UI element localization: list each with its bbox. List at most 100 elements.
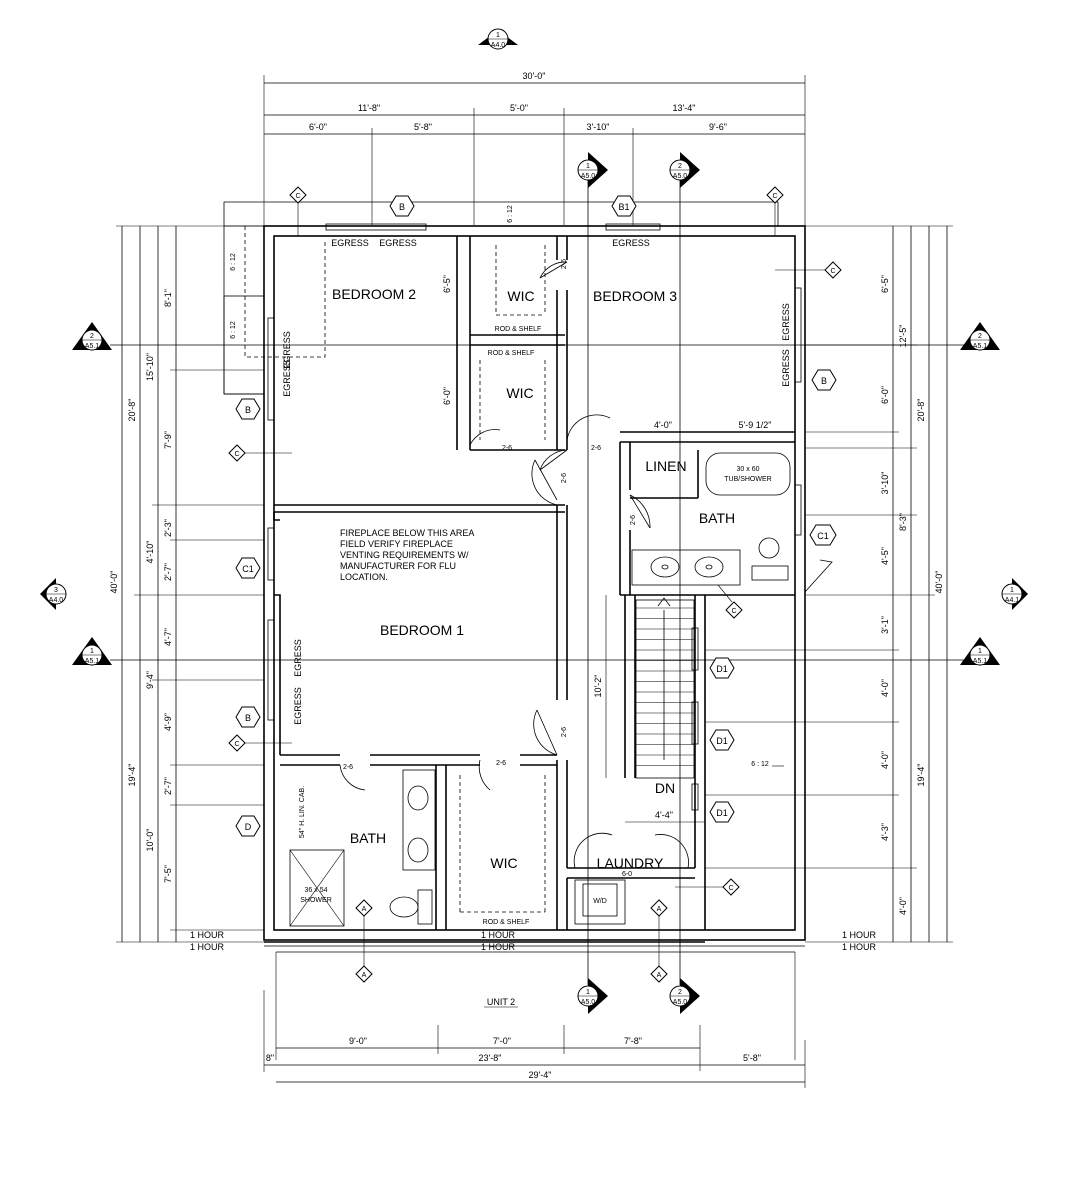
svg-text:29'-4": 29'-4" [529, 1070, 552, 1080]
svg-text:23'-8": 23'-8" [479, 1053, 502, 1063]
svg-text:2-6: 2-6 [561, 473, 568, 483]
svg-text:W/D: W/D [593, 898, 607, 905]
linen-label: LINEN [645, 458, 686, 474]
svg-text:8'-3": 8'-3" [898, 513, 908, 531]
svg-text:EGRESS: EGRESS [282, 359, 292, 397]
svg-text:2-6: 2-6 [561, 727, 568, 737]
svg-text:3: 3 [54, 587, 58, 594]
tag-d-left: D [235, 815, 261, 837]
svg-text:C: C [830, 268, 835, 275]
tags-diamond-c: C C C C C C C [228, 186, 842, 896]
svg-text:2: 2 [678, 163, 682, 170]
svg-text:6'-0": 6'-0" [880, 386, 890, 404]
svg-text:A5.0: A5.0 [673, 999, 688, 1006]
svg-text:2'-3": 2'-3" [163, 519, 173, 537]
svg-text:A: A [657, 906, 662, 913]
svg-text:FIELD VERIFY FIREPLACE: FIELD VERIFY FIREPLACE [340, 539, 453, 549]
svg-text:C1: C1 [242, 564, 254, 574]
svg-text:4'-0": 4'-0" [880, 679, 890, 697]
svg-text:A4.0: A4.0 [491, 42, 506, 49]
svg-text:5'-8": 5'-8" [743, 1053, 761, 1063]
svg-text:D: D [245, 822, 252, 832]
tag-c1-left: C1 [235, 557, 261, 579]
section-marker-top: 1 A4.0 [478, 28, 518, 50]
svg-text:1: 1 [586, 163, 590, 170]
svg-text:EGRESS: EGRESS [379, 238, 417, 248]
left-dimensions: 40'-0" 20'-8" 19'-4" 15'-10" 4'-10" 9'-4… [109, 225, 264, 943]
dim-top-d: 6'-0" [309, 122, 327, 132]
tags-hex: B B1 B B C1 C1 B D D1 D1 D1 [235, 195, 837, 837]
fixtures [289, 452, 791, 927]
svg-text:5'-9 1/2": 5'-9 1/2" [739, 420, 772, 430]
svg-text:20'-8": 20'-8" [127, 399, 137, 422]
tag-b1-top: B1 [611, 195, 637, 217]
dim-top-e: 5'-8" [414, 122, 432, 132]
tag-d1-3: D1 [709, 801, 735, 823]
svg-text:EGRESS: EGRESS [331, 238, 369, 248]
svg-text:EGRESS: EGRESS [293, 639, 303, 677]
svg-text:EGRESS: EGRESS [282, 331, 292, 369]
svg-text:2-6: 2-6 [591, 445, 601, 452]
svg-text:A: A [362, 972, 367, 979]
svg-text:4'-0": 4'-0" [880, 751, 890, 769]
svg-text:4'-5": 4'-5" [880, 547, 890, 565]
svg-text:4'-0": 4'-0" [898, 897, 908, 915]
svg-text:40'-0": 40'-0" [109, 571, 119, 594]
svg-text:ROD & SHELF: ROD & SHELF [488, 350, 535, 357]
svg-text:54" H. LIN. CAB.: 54" H. LIN. CAB. [299, 786, 306, 838]
svg-text:TUB/SHOWER: TUB/SHOWER [724, 476, 771, 483]
unit-below [264, 945, 805, 1060]
tag-c1-right: C1 [809, 524, 837, 546]
svg-text:D1: D1 [716, 808, 728, 818]
bath-lower-label: BATH [350, 830, 386, 846]
svg-text:1: 1 [978, 648, 982, 655]
svg-text:A5.1: A5.1 [973, 343, 988, 350]
roof-hip [804, 559, 833, 593]
section-marker-2-a50-top: 2 A5.0 [669, 152, 700, 188]
svg-text:4'-3": 4'-3" [880, 823, 890, 841]
svg-text:9'-4": 9'-4" [145, 671, 155, 689]
svg-text:A5.0: A5.0 [673, 173, 688, 180]
section-cuts [110, 178, 965, 985]
small-labels: EGRESS EGRESS EGRESS EGRESS EGRESS EGRES… [190, 205, 877, 952]
svg-text:2: 2 [678, 989, 682, 996]
svg-text:4'-9": 4'-9" [163, 713, 173, 731]
svg-text:B: B [821, 376, 827, 386]
tag-b-left-lower: B [235, 706, 261, 728]
svg-text:8": 8" [266, 1053, 274, 1063]
walls [263, 225, 806, 943]
right-dimensions: 40'-0" 20'-8" 19'-4" 12'-5" 8'-3" 6'-5" … [705, 225, 953, 943]
svg-text:4'-7": 4'-7" [163, 628, 173, 646]
svg-text:7'-0": 7'-0" [493, 1036, 511, 1046]
svg-text:EGRESS: EGRESS [612, 238, 650, 248]
svg-text:A5.0: A5.0 [581, 999, 596, 1006]
svg-text:6 : 12: 6 : 12 [230, 253, 237, 271]
svg-text:7'-5": 7'-5" [163, 865, 173, 883]
dim-top-c: 13'-4" [673, 103, 696, 113]
svg-text:6 : 12: 6 : 12 [507, 205, 514, 223]
section-marker-2-a51-right: 2 A5.1 [960, 322, 1000, 351]
svg-text:4'-10": 4'-10" [145, 541, 155, 564]
svg-text:8'-1": 8'-1" [163, 289, 173, 307]
tag-b-top: B [389, 195, 415, 217]
svg-text:C: C [728, 885, 733, 892]
wic-lower-label: WIC [490, 855, 517, 871]
svg-text:12'-5": 12'-5" [898, 325, 908, 348]
section-marker-1-a51-left: 1 A5.1 [72, 637, 112, 666]
svg-text:6 : 12: 6 : 12 [751, 761, 769, 768]
svg-text:EGRESS: EGRESS [293, 687, 303, 725]
section-marker-2-a51-left: 2 A5.1 [72, 322, 112, 351]
svg-text:EGRESS: EGRESS [781, 303, 791, 341]
interior-dimensions: 6'-5" 6'-0" 4'-0" 5'-9 1/2" 10'-2" 4'-4" [442, 248, 795, 823]
svg-text:6'-0": 6'-0" [442, 387, 452, 405]
dim-top-f: 3'-10" [587, 122, 610, 132]
svg-text:4'-0": 4'-0" [654, 420, 672, 430]
svg-text:2-6: 2-6 [502, 445, 512, 452]
svg-text:2'-7": 2'-7" [163, 777, 173, 795]
section-marker-1-a51-right: 1 A5.1 [960, 637, 1000, 666]
svg-text:20'-8": 20'-8" [916, 399, 926, 422]
tags-a: A A A A [355, 899, 668, 983]
bottom-dimensions: 9'-0" 7'-0" 7'-8" 8" 23'-8" 5'-8" 29'-4" [263, 990, 806, 1088]
dim-top-overall: 30'-0" [523, 71, 546, 81]
